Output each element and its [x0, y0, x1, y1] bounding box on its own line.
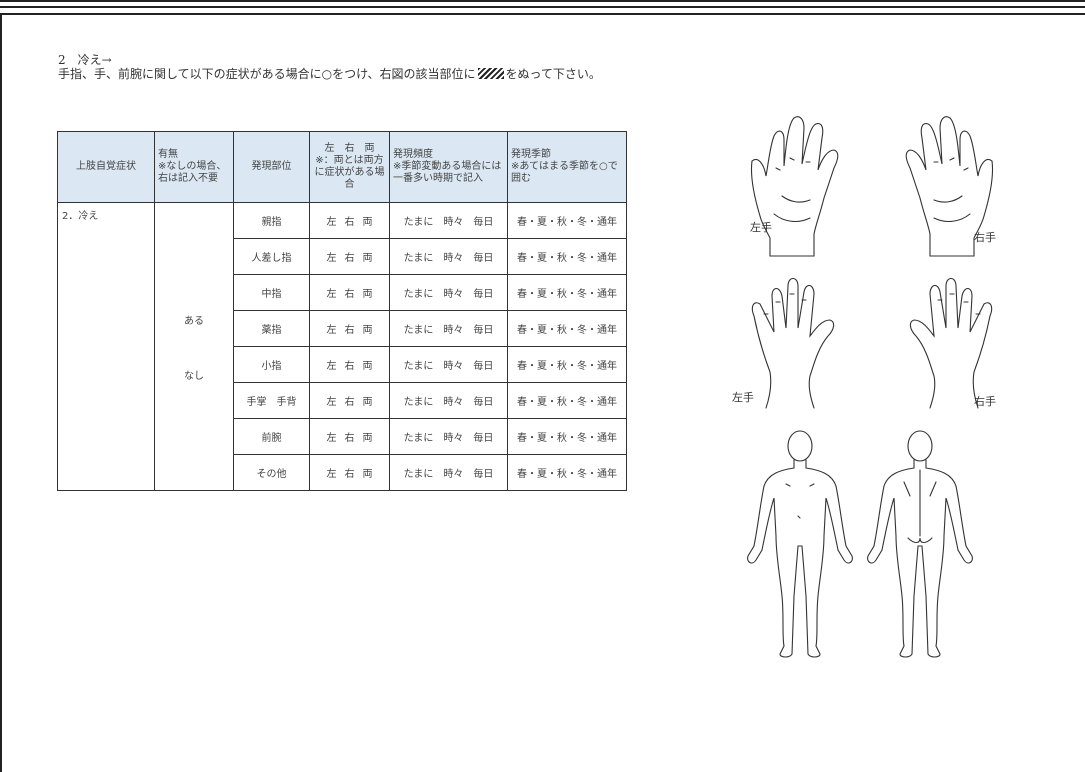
side-option[interactable]: 両: [362, 469, 373, 480]
table-row: その他左右両たまに 時々 毎日春・夏・秋・冬・通年: [58, 454, 627, 491]
side-option[interactable]: 左: [326, 397, 337, 408]
side-option[interactable]: 左: [326, 469, 337, 480]
season-options[interactable]: 春・夏・秋・冬・通年: [507, 418, 627, 455]
side-option[interactable]: 右: [344, 289, 355, 300]
frequency-options[interactable]: たまに 時々 毎日: [389, 454, 508, 491]
palm-left-label: 左手: [750, 221, 772, 234]
side-option[interactable]: 両: [362, 217, 373, 228]
back-right-hand-icon: [909, 277, 993, 409]
side-option[interactable]: 左: [326, 325, 337, 336]
header-part: 発現部位: [233, 131, 310, 203]
body-part: 小指: [233, 346, 310, 383]
table-header-row: 上肢自覚症状 有無 ※なしの場合、右は記入不要 発現部位 左 右 両 ※：両とは…: [57, 131, 627, 203]
side-option[interactable]: 左: [326, 253, 337, 264]
body-part: 親指: [233, 202, 310, 239]
season-options[interactable]: 春・夏・秋・冬・通年: [507, 238, 627, 275]
side-option[interactable]: 左: [326, 289, 337, 300]
season-options[interactable]: 春・夏・秋・冬・通年: [507, 274, 627, 311]
side-option[interactable]: 両: [362, 289, 373, 300]
body-part: 中指: [233, 274, 310, 311]
side-option[interactable]: 左: [326, 361, 337, 372]
hands-body-illustration: [747, 116, 994, 658]
presence-no[interactable]: なし: [184, 370, 204, 382]
back-left-label: 左手: [732, 391, 754, 404]
palm-left-hand-icon: [750, 116, 839, 257]
header-side: 左 右 両 ※：両とは両方に症状がある場合: [309, 131, 390, 203]
side-options[interactable]: 左右両: [309, 454, 390, 491]
side-option[interactable]: 右: [344, 217, 355, 228]
side-options[interactable]: 左右両: [309, 274, 390, 311]
frequency-options[interactable]: たまに 時々 毎日: [389, 346, 508, 383]
table-row: 小指左右両たまに 時々 毎日春・夏・秋・冬・通年: [58, 346, 627, 383]
side-option[interactable]: 両: [362, 253, 373, 264]
symptom-table: 上肢自覚症状 有無 ※なしの場合、右は記入不要 発現部位 左 右 両 ※：両とは…: [57, 131, 627, 491]
presence-yes[interactable]: ある: [184, 315, 204, 327]
side-options[interactable]: 左右両: [309, 202, 390, 239]
top-border: [0, 0, 1085, 8]
side-options[interactable]: 左右両: [309, 346, 390, 383]
side-options[interactable]: 左右両: [309, 382, 390, 419]
body-diagrams: 左手 右手 左手 右手: [732, 106, 1010, 676]
header-presence: 有無 ※なしの場合、右は記入不要: [154, 131, 234, 203]
header-season: 発現季節 ※あてはまる季節を○で囲む: [507, 131, 627, 203]
season-options[interactable]: 春・夏・秋・冬・通年: [507, 346, 627, 383]
body-part: 手掌 手背: [233, 382, 310, 419]
side-options[interactable]: 左右両: [309, 310, 390, 347]
header-frequency: 発現頻度 ※季節変動ある場合には一番多い時期で記入: [389, 131, 508, 203]
instruction-before: 手指、手、前腕に関して以下の症状がある場合に○をつけ、右図の該当部位に: [58, 67, 476, 81]
table-row: 前腕左右両たまに 時々 毎日春・夏・秋・冬・通年: [58, 418, 627, 455]
table-row: 人差し指左右両たまに 時々 毎日春・夏・秋・冬・通年: [58, 238, 627, 275]
palm-right-label: 右手: [974, 231, 996, 244]
table-row: 中指左右両たまに 時々 毎日春・夏・秋・冬・通年: [58, 274, 627, 311]
body-part: 前腕: [233, 418, 310, 455]
side-option[interactable]: 右: [344, 433, 355, 444]
side-option[interactable]: 右: [344, 253, 355, 264]
season-options[interactable]: 春・夏・秋・冬・通年: [507, 310, 627, 347]
body-part: 薬指: [233, 310, 310, 347]
side-option[interactable]: 両: [362, 361, 373, 372]
season-options[interactable]: 春・夏・秋・冬・通年: [507, 202, 627, 239]
frequency-options[interactable]: たまに 時々 毎日: [389, 382, 508, 419]
frequency-options[interactable]: たまに 時々 毎日: [389, 238, 508, 275]
side-option[interactable]: 左: [326, 217, 337, 228]
side-options[interactable]: 左右両: [309, 238, 390, 275]
palm-right-hand-icon: [905, 116, 994, 257]
instruction-text: 手指、手、前腕に関して以下の症状がある場合に○をつけ、右図の該当部位に をぬって下…: [58, 67, 601, 82]
side-option[interactable]: 両: [362, 433, 373, 444]
side-option[interactable]: 両: [362, 397, 373, 408]
frequency-options[interactable]: たまに 時々 毎日: [389, 202, 508, 239]
section-heading: 2 冷え→: [58, 53, 112, 67]
symptom-name: 2．冷え: [57, 202, 155, 491]
body-part: その他: [233, 454, 310, 491]
body-front-icon: [747, 430, 853, 658]
side-option[interactable]: 左: [326, 433, 337, 444]
frequency-options[interactable]: たまに 時々 毎日: [389, 274, 508, 311]
side-option[interactable]: 右: [344, 397, 355, 408]
season-options[interactable]: 春・夏・秋・冬・通年: [507, 454, 627, 491]
side-option[interactable]: 右: [344, 361, 355, 372]
header-symptom: 上肢自覚症状: [57, 131, 155, 203]
hatch-swatch-icon: [477, 68, 504, 79]
body-part: 人差し指: [233, 238, 310, 275]
side-options[interactable]: 左右両: [309, 418, 390, 455]
instruction-after: をぬって下さい。: [505, 67, 601, 81]
side-option[interactable]: 両: [362, 325, 373, 336]
presence-options[interactable]: あるなし: [154, 202, 234, 491]
body-back-icon: [867, 430, 973, 658]
back-left-hand-icon: [751, 277, 835, 409]
frequency-options[interactable]: たまに 時々 毎日: [389, 418, 508, 455]
page-frame: [0, 13, 1085, 772]
back-right-label: 右手: [974, 395, 996, 408]
season-options[interactable]: 春・夏・秋・冬・通年: [507, 382, 627, 419]
side-option[interactable]: 右: [344, 469, 355, 480]
side-option[interactable]: 右: [344, 325, 355, 336]
table-row: 2．冷えあるなし親指左右両たまに 時々 毎日春・夏・秋・冬・通年: [57, 202, 627, 491]
frequency-options[interactable]: たまに 時々 毎日: [389, 310, 508, 347]
